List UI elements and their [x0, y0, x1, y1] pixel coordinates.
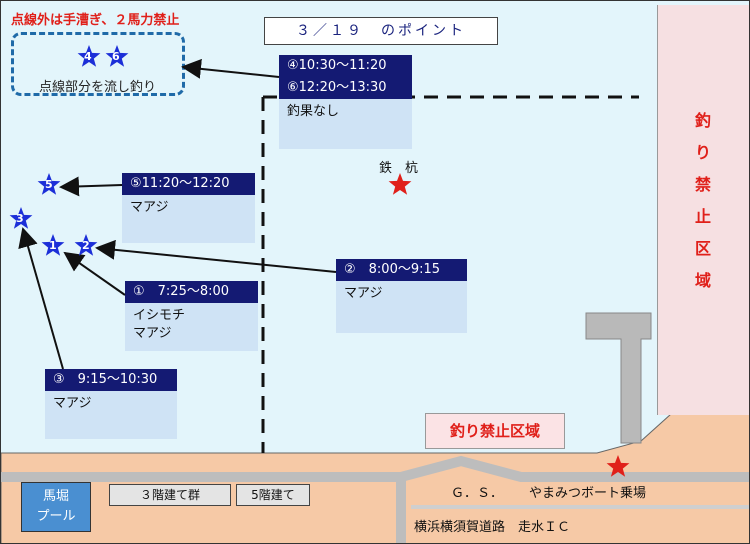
- point-box-4-6: ④10:30〜11:20 ⑥12:20〜13:30 釣果なし: [279, 55, 412, 149]
- arrow-5: [59, 176, 123, 197]
- star-label: 6: [112, 50, 120, 63]
- ban-char: 区: [694, 239, 711, 258]
- point-box-5: ⑤11:20〜12:20 マアジ: [122, 173, 255, 243]
- pool-label: プール: [36, 509, 76, 524]
- point-time: ① 7:25〜8:00: [125, 281, 258, 303]
- gas-station-label: Ｇ．Ｓ．: [451, 486, 504, 501]
- boat-dock-star-icon: [606, 455, 630, 477]
- ban-char: 止: [694, 207, 711, 226]
- ban-char: 禁: [694, 175, 711, 194]
- arrow-2: [95, 239, 337, 273]
- star-label: 1: [49, 239, 57, 252]
- ban-char: り: [694, 143, 711, 162]
- point-box-2: ② 8:00〜9:15 マアジ: [336, 259, 467, 333]
- warning-text: 点線外は手漕ぎ、２馬力禁止: [11, 13, 180, 28]
- point-box-1: ① 7:25〜8:00 イシモチ マアジ: [125, 281, 258, 351]
- star-2-icon: [74, 234, 98, 256]
- map-title: ３／１９ のポイント: [264, 17, 498, 45]
- expressway-label: 横浜横須賀道路 走水ＩＣ: [414, 520, 571, 535]
- point-catch: 釣果なし: [287, 104, 340, 119]
- point-box-3: ③ 9:15〜10:30 マアジ: [45, 369, 177, 439]
- drift-area-label: 点線部分を流し釣り: [39, 80, 157, 95]
- star-5-icon: [37, 173, 61, 195]
- iron-pile-label: 鉄 杭: [379, 161, 419, 176]
- star-label: 4: [84, 50, 92, 63]
- point-catch: マアジ: [133, 326, 172, 341]
- point-time: ② 8:00〜9:15: [336, 259, 467, 281]
- point-time: ⑤11:20〜12:20: [122, 173, 255, 195]
- star-label: 5: [45, 178, 53, 191]
- point-catch: マアジ: [344, 286, 383, 301]
- pool-building: 馬堀 プール: [21, 482, 91, 532]
- building-3-floors: ３階建て群: [109, 484, 231, 506]
- arrow-3: [18, 227, 64, 370]
- star-3-icon: [9, 207, 33, 229]
- iron-pile-star-icon: [388, 173, 412, 195]
- arrow-1: [63, 251, 126, 296]
- building-5-floors: 5階建て: [236, 484, 310, 506]
- ban-char: 域: [694, 271, 711, 290]
- star-1-icon: [41, 234, 65, 256]
- star-label: 2: [82, 239, 90, 252]
- point-catch: イシモチ: [133, 308, 186, 323]
- no-fishing-zone-vertical-label: 釣 り 禁 止 区 域: [689, 105, 717, 297]
- boat-dock-label: やまみつボート乗場: [529, 486, 647, 501]
- point-time: ⑥12:20〜13:30: [279, 77, 412, 99]
- point-catch: マアジ: [53, 396, 92, 411]
- point-time: ③ 9:15〜10:30: [45, 369, 177, 391]
- ban-char: 釣: [694, 111, 711, 130]
- star-label: 3: [16, 212, 24, 225]
- no-fishing-zone-strip: [657, 5, 749, 415]
- no-fishing-zone-box: 釣り禁止区域: [425, 413, 565, 449]
- pool-label: 馬堀: [42, 489, 69, 504]
- star-4-icon: [77, 45, 101, 67]
- arrow-4-6: [181, 58, 280, 79]
- point-time: ④10:30〜11:20: [279, 55, 412, 77]
- star-6-icon: [105, 45, 129, 67]
- point-catch: マアジ: [130, 200, 169, 215]
